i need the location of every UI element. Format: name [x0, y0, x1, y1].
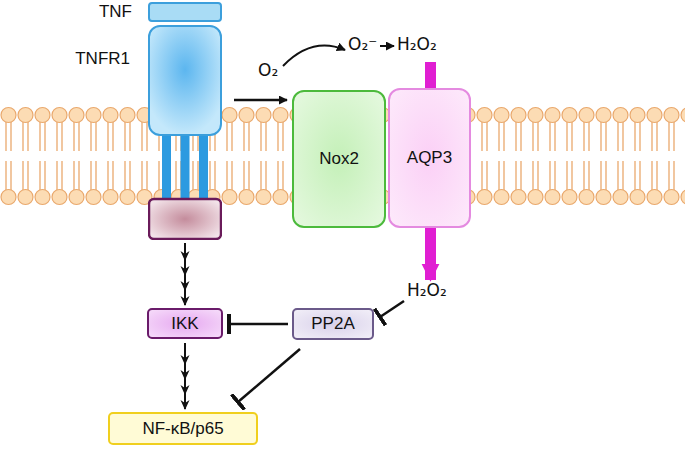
protein-box: AQP3	[388, 88, 471, 228]
box-label: IKK	[171, 314, 198, 334]
receptor-illustration	[148, 25, 222, 240]
box-label: AQP3	[407, 148, 452, 168]
box-label: NF-κB/p65	[142, 419, 223, 439]
protein-box: PP2A	[292, 308, 374, 340]
inhibition-line	[238, 349, 300, 402]
protein-name: TNFR1	[75, 49, 130, 69]
protein-box: IKK	[147, 308, 223, 339]
inhibition-line	[229, 323, 288, 326]
box-label: Nox2	[319, 149, 359, 169]
protein-name: TNF	[99, 2, 132, 22]
molecule-label: O₂	[258, 60, 278, 80]
box-label: PP2A	[311, 314, 354, 334]
protein-box: NF-κB/p65	[108, 412, 258, 445]
molecule-label: H₂O₂	[397, 34, 437, 54]
activation-arrow	[234, 99, 287, 102]
protein-box: Nox2	[292, 90, 386, 228]
protein-box: TNF	[148, 2, 222, 22]
molecule-label: H₂O₂	[407, 280, 447, 300]
activation-arrow	[184, 243, 186, 305]
activation-arrow	[184, 343, 186, 409]
molecule-label: O₂⁻	[348, 34, 377, 54]
receptor-shape: TNFR1	[148, 25, 222, 240]
